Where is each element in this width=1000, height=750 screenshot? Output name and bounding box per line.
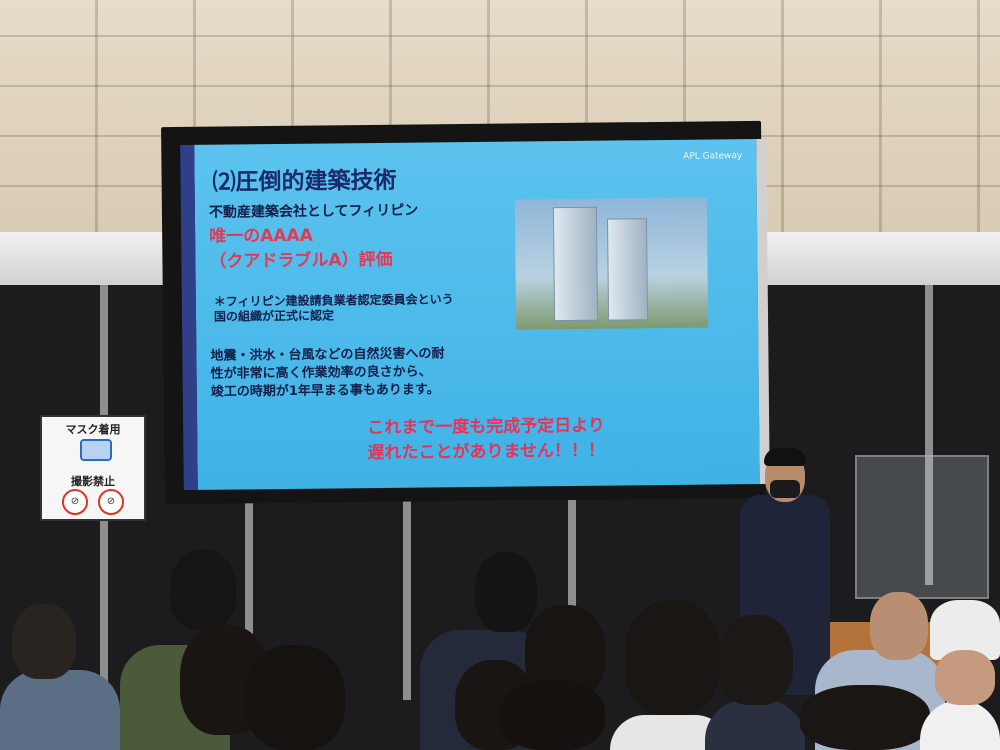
audience-member bbox=[705, 700, 805, 750]
notice-sign: マスク着用 撮影禁止 ⊘ ⊘ bbox=[40, 415, 146, 521]
audience-head bbox=[935, 650, 995, 705]
no-phone-icon: ⊘ bbox=[98, 489, 124, 515]
presenter-hair bbox=[764, 448, 806, 466]
pillar bbox=[568, 500, 576, 620]
audience-head bbox=[625, 600, 720, 715]
audience-head bbox=[718, 615, 793, 705]
pillar bbox=[245, 500, 253, 700]
presentation-slide: ⑵圧倒的建築技術 APL Gateway 不動産建築会社としてフィリピン 唯一の… bbox=[180, 138, 770, 491]
slide-callout: これまで一度も完成予定日より bbox=[367, 415, 605, 439]
face-mask bbox=[770, 480, 800, 498]
building-photo bbox=[514, 197, 709, 330]
slide-callout: 遅れたことがありません！！！ bbox=[367, 440, 606, 464]
pillar bbox=[403, 500, 411, 700]
pillar bbox=[925, 285, 933, 585]
sign-mask-text: マスク着用 bbox=[65, 423, 121, 436]
audience-head bbox=[475, 552, 537, 632]
slide-body: 竣工の時期が1年早まる事もあります。 bbox=[210, 382, 440, 400]
slide-note: 国の組織が正式に認定 bbox=[213, 308, 335, 324]
audience-head bbox=[170, 550, 236, 630]
audience-head bbox=[245, 645, 345, 750]
audience-member bbox=[0, 670, 120, 750]
slide-highlight: 唯一のAAAA bbox=[209, 225, 313, 247]
audience-head bbox=[12, 604, 76, 679]
no-camera-icon: ⊘ bbox=[62, 489, 88, 515]
acrylic-partition bbox=[855, 455, 989, 599]
audience-head bbox=[500, 680, 605, 750]
slide-line: 不動産建築会社としてフィリピン bbox=[208, 202, 419, 221]
audience-head bbox=[870, 592, 928, 660]
slide-logo: APL Gateway bbox=[683, 151, 743, 162]
slide-highlight: （クアドラブルA）評価 bbox=[209, 249, 393, 272]
slide-title: ⑵圧倒的建築技術 bbox=[212, 167, 397, 196]
mask-icon bbox=[80, 439, 112, 461]
sign-no-photo-text: 撮影禁止 bbox=[71, 475, 115, 488]
tower-building bbox=[552, 206, 599, 322]
audience-head bbox=[800, 685, 930, 750]
tower-building bbox=[607, 218, 649, 321]
